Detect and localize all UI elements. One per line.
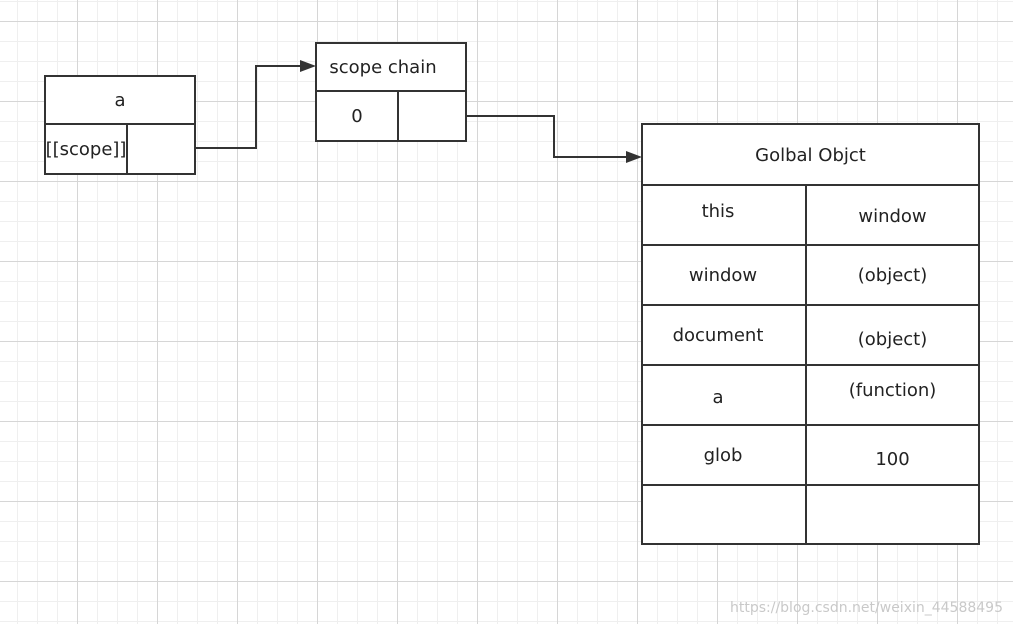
global-row-value: (object) — [857, 264, 928, 286]
function-a-scope-pointer-cell — [128, 125, 194, 173]
global-row-key: window — [688, 264, 758, 286]
scope-chain-index: 0 — [351, 105, 363, 127]
global-row-key — [643, 486, 803, 543]
global-row-divider — [643, 244, 978, 246]
arrowhead-scope-to-chain — [300, 60, 316, 72]
global-row-value: (object) — [857, 328, 928, 350]
global-object-box: Golbal Objct this window window (object)… — [641, 123, 980, 545]
function-a-cell-divider — [126, 125, 128, 173]
global-row-divider — [643, 484, 978, 486]
global-row-divider — [643, 304, 978, 306]
scope-chain-pointer-cell — [399, 92, 465, 140]
global-row-value: (function) — [848, 379, 937, 401]
global-row-key: glob — [703, 444, 743, 466]
global-row-divider — [643, 424, 978, 426]
global-row-value: 100 — [875, 448, 910, 470]
arrow-chain-to-global — [467, 115, 628, 158]
function-a-box: a [[scope]] — [44, 75, 196, 175]
global-row-value — [807, 486, 978, 543]
global-object-header-divider — [643, 184, 978, 186]
function-a-divider — [46, 123, 194, 125]
scope-chain-cell-divider — [397, 92, 399, 140]
global-row-value: window — [858, 205, 927, 227]
scope-chain-box: scope chain 0 — [315, 42, 467, 142]
scope-chain-divider — [317, 90, 465, 92]
global-row-key: this — [701, 200, 735, 222]
global-row-divider — [643, 364, 978, 366]
global-row-key: document — [672, 324, 764, 346]
arrowhead-chain-to-global — [626, 151, 642, 163]
global-object-title: Golbal Objct — [755, 144, 866, 166]
watermark-text: https://blog.csdn.net/weixin_44588495 — [729, 600, 1003, 616]
function-a-title: a — [114, 89, 126, 111]
function-a-scope-label: [[scope]] — [45, 138, 127, 160]
arrow-scope-to-chain — [196, 65, 302, 149]
scope-chain-title: scope chain — [329, 56, 437, 78]
global-row-key: a — [712, 386, 724, 408]
